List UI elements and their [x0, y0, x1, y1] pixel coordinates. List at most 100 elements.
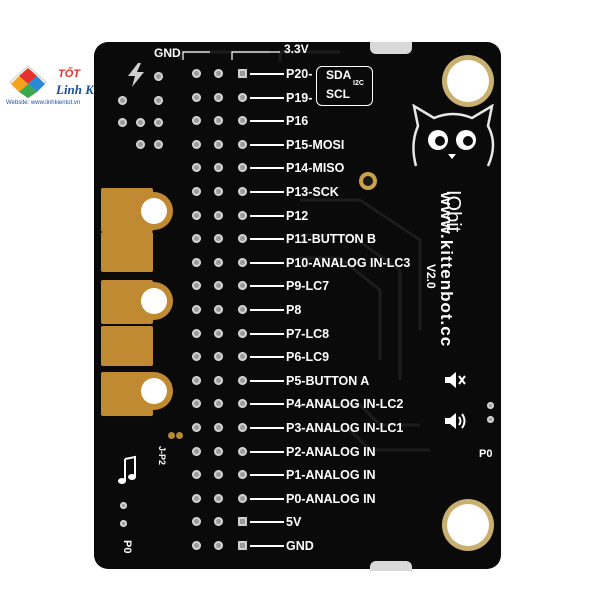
small-pad: [118, 118, 127, 127]
header-pin-pad: [214, 163, 223, 173]
header-pin-pad: [238, 281, 247, 291]
header-pin-pad: [238, 470, 247, 480]
header-pin-pad: [192, 139, 201, 149]
edge-pad-4: [101, 326, 153, 366]
top-gnd-label: GND: [154, 46, 181, 60]
pin-trace-stub: [250, 143, 284, 146]
header-pin-pad: [214, 210, 223, 220]
pin-trace-stub: [250, 497, 284, 500]
pin-trace-stub: [250, 545, 284, 547]
pin-label: P19-: [286, 90, 313, 105]
pin-trace-stub: [250, 309, 284, 311]
edge-hole-3: [141, 378, 167, 404]
pin-trace-stub: [250, 261, 284, 264]
pin-label: P16: [286, 114, 309, 129]
header-pin-pad: [192, 305, 201, 314]
header-pin-pad: [238, 423, 247, 432]
mounting-hole-bottom-right: [447, 504, 489, 546]
header-pin-pad: [238, 399, 247, 409]
header-pin-pad: [214, 69, 223, 78]
watermark-brand-small: TỐT: [58, 68, 80, 80]
header-pin-pad: [238, 446, 247, 456]
watermark-website: Website: www.linhkientot.vn: [6, 100, 81, 106]
pin-trace-stub: [250, 167, 284, 170]
header-pin-pad: [192, 470, 201, 480]
pin-label: P14-MISO: [286, 161, 345, 176]
header-pin-pad: [214, 399, 223, 409]
header-pin-pad: [214, 375, 223, 385]
pin-trace-stub: [250, 120, 284, 123]
edge-pad-2: [101, 232, 153, 272]
header-pin-pad: [192, 163, 201, 173]
small-pad: [154, 118, 163, 127]
p0-bottom-label: P0: [121, 540, 133, 554]
small-pad: [154, 140, 163, 149]
pin-label: P0-ANALOG IN: [286, 491, 376, 506]
jp2-via: [176, 432, 183, 439]
header-pin-pad: [214, 139, 223, 149]
header-pin-pad: [214, 116, 223, 126]
small-pad: [120, 502, 127, 509]
pin-label: P7-LC8: [286, 326, 330, 341]
header-pin-pad: [192, 69, 201, 78]
header-pin-pad: [192, 541, 201, 550]
header-pin-pad: [192, 423, 201, 432]
pin-trace-stub: [250, 238, 284, 241]
pin-trace-stub: [250, 379, 284, 382]
pin-trace-stub: [250, 191, 284, 193]
header-pin-pad: [214, 493, 223, 503]
pin-label: P1-ANALOG IN: [286, 468, 376, 483]
header-pin-pad: [214, 305, 223, 314]
header-pin-pad: [214, 281, 223, 291]
small-pad: [154, 96, 163, 105]
header-pin-pad: [238, 116, 247, 126]
pin-trace-stub: [250, 450, 284, 453]
pin-label: P11-BUTTON B: [286, 232, 377, 247]
header-pin-pad: [214, 92, 223, 102]
header-pin-pad: [192, 399, 201, 409]
header-pin-pad: [238, 210, 247, 220]
small-pad: [118, 96, 127, 105]
header-pin-pad: [238, 375, 247, 385]
header-pin-pad: [238, 541, 247, 550]
header-pin-pad: [192, 116, 201, 126]
pin-trace-stub: [250, 214, 284, 217]
header-pin-pad: [214, 470, 223, 480]
edge-hole-1: [141, 198, 167, 224]
pin-label: P20-: [286, 67, 313, 81]
pin-label: P12: [286, 208, 309, 223]
header-pin-pad: [238, 517, 247, 527]
cat-face-icon: [408, 103, 498, 179]
header-pin-pad: [192, 234, 201, 244]
speaker-on-icon: [443, 410, 469, 437]
header-pin-pad: [192, 281, 201, 291]
pin-trace-stub: [250, 474, 284, 477]
header-pin-pad: [214, 187, 223, 196]
pin-label: P5-BUTTON A: [286, 373, 370, 388]
pin-trace-stub: [250, 403, 284, 406]
i2c-sda-label: SDA: [326, 68, 352, 82]
header-pin-pad: [192, 257, 201, 267]
header-pin-pad: [192, 493, 201, 503]
i2c-tag-label: I2C: [353, 80, 364, 87]
header-pin-pad: [214, 328, 223, 338]
mounting-hole-top-right: [447, 60, 489, 102]
i2c-scl-label: SCL: [326, 87, 350, 101]
jp2-via: [168, 432, 175, 439]
header-pin-pad: [214, 541, 223, 550]
header-pin-pad: [214, 352, 223, 362]
header-pin-pad: [192, 352, 201, 362]
small-pad: [487, 416, 494, 423]
header-pin-pad: [214, 423, 223, 432]
board-notch-bottom: [370, 561, 412, 571]
pin-label: 5V: [286, 515, 302, 530]
header-pin-pad: [192, 210, 201, 220]
header-pin-pad: [214, 517, 223, 527]
header-pin-pad: [192, 187, 201, 196]
center-via-hole: [363, 176, 373, 186]
small-pad: [120, 520, 127, 527]
small-pad: [136, 140, 145, 149]
header-pin-pad: [238, 139, 247, 149]
jp2-label: J-P2: [157, 446, 167, 466]
diamond-logo-icon: [9, 65, 47, 99]
